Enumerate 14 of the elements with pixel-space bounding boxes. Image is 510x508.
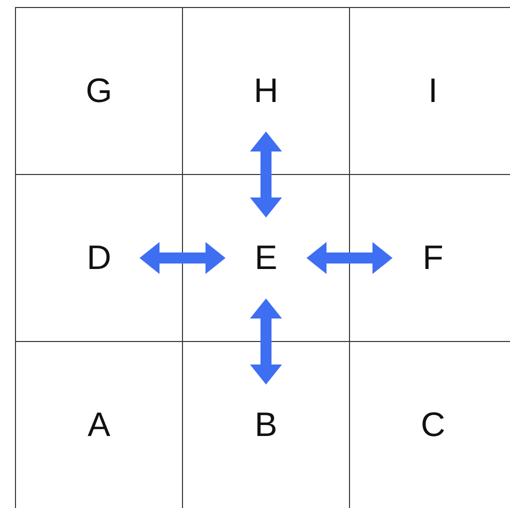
double-arrow [250, 298, 282, 384]
double-arrow [306, 242, 392, 274]
cell-letter: E [254, 241, 278, 275]
cell-letter: H [252, 74, 280, 108]
cell-letter: C [420, 408, 446, 442]
cell-letter: A [86, 408, 112, 442]
cell-letter: D [86, 241, 112, 275]
cell-letter: F [422, 241, 444, 275]
double-arrow [250, 132, 282, 218]
cell-letter: G [84, 74, 114, 108]
double-arrow [140, 242, 226, 274]
grid-cell [15, 7, 183, 175]
cell-letter: B [254, 408, 278, 442]
cell-letter: I [427, 74, 439, 108]
